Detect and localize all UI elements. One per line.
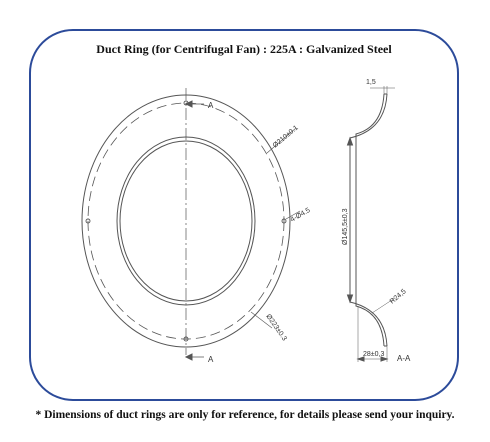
leader-outer-diameter bbox=[250, 311, 273, 329]
outer-diameter-dimension: Ø223±0.3 bbox=[264, 313, 287, 342]
section-label: A-A bbox=[397, 354, 411, 363]
drawing-title: Duct Ring (for Centrifugal Fan) : 225A :… bbox=[96, 42, 392, 56]
section-arrow-bottom bbox=[184, 353, 193, 361]
radius-leader bbox=[371, 297, 396, 314]
inner-diameter-arrow-top bbox=[346, 136, 354, 146]
radius-dimension: R24,5 bbox=[389, 288, 408, 305]
inner-diameter-arrow-bottom bbox=[346, 294, 354, 304]
rounded-frame bbox=[29, 29, 459, 401]
bolt-circle-dimension: Ø210±0.1 bbox=[272, 124, 300, 149]
footnote: * Dimensions of duct rings are only for … bbox=[35, 409, 455, 421]
section-view bbox=[346, 86, 396, 362]
bolt-hole-left bbox=[85, 218, 91, 224]
depth-arrow-left bbox=[356, 356, 365, 362]
front-view bbox=[81, 88, 301, 361]
section-mark-bottom: A bbox=[208, 355, 214, 364]
thickness-dimension: 1,5 bbox=[366, 79, 376, 86]
leader-holes bbox=[285, 210, 301, 220]
leader-bolt-circle bbox=[266, 127, 297, 154]
inner-ring-edge-inner bbox=[119, 140, 253, 302]
bolt-hole-bottom bbox=[183, 336, 189, 342]
depth-arrow-right bbox=[380, 356, 389, 362]
ring-profile-inner bbox=[355, 93, 385, 347]
section-arrow-top bbox=[184, 100, 193, 108]
section-mark-top: A bbox=[208, 101, 214, 110]
depth-dimension: 28±0,3 bbox=[363, 351, 384, 358]
bolt-hole-right bbox=[281, 218, 287, 224]
inner-diameter-dimension: Ø145,5±0,3 bbox=[342, 208, 349, 245]
holes-dimension: 4-Ø4.5 bbox=[290, 207, 312, 224]
